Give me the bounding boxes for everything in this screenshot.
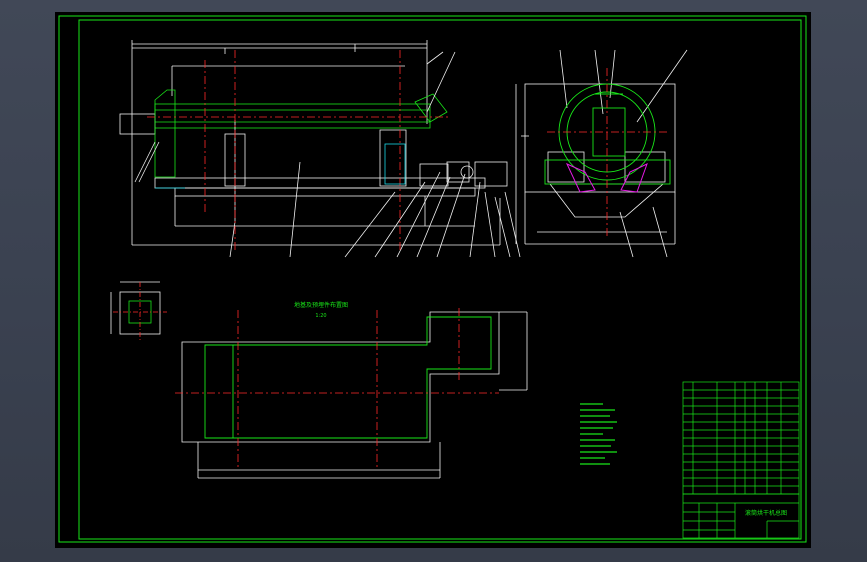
foundation-centerlines — [175, 308, 499, 470]
foundation-plan-scale: 1:20 — [315, 313, 326, 319]
sheet-inner-border — [78, 19, 802, 540]
anchor-section-centerlines — [113, 282, 167, 340]
front-elevation-cyan-parts — [155, 143, 406, 189]
title-block-drawing-title: 滚筒烘干机总图 — [745, 509, 787, 517]
front-elevation-centerlines — [147, 50, 450, 252]
cad-drawing-viewport[interactable]: 地基及预埋件布置图 1:20 — [55, 12, 811, 548]
side-elevation-view — [515, 49, 688, 258]
side-elevation-drum — [544, 83, 671, 185]
front-elevation-view — [119, 40, 521, 258]
sheet-outer-border — [58, 15, 807, 543]
technical-notes — [580, 403, 617, 465]
foundation-plan-title: 地基及预埋件布置图 — [294, 301, 348, 309]
parts-list-table — [682, 381, 800, 495]
side-elevation-centerlines — [547, 68, 667, 237]
foundation-plan-view — [181, 311, 528, 479]
anchor-section-detail — [110, 281, 161, 335]
foundation-embedded-parts — [204, 316, 492, 439]
side-elevation-support-rollers — [565, 163, 648, 193]
title-block — [682, 493, 800, 539]
